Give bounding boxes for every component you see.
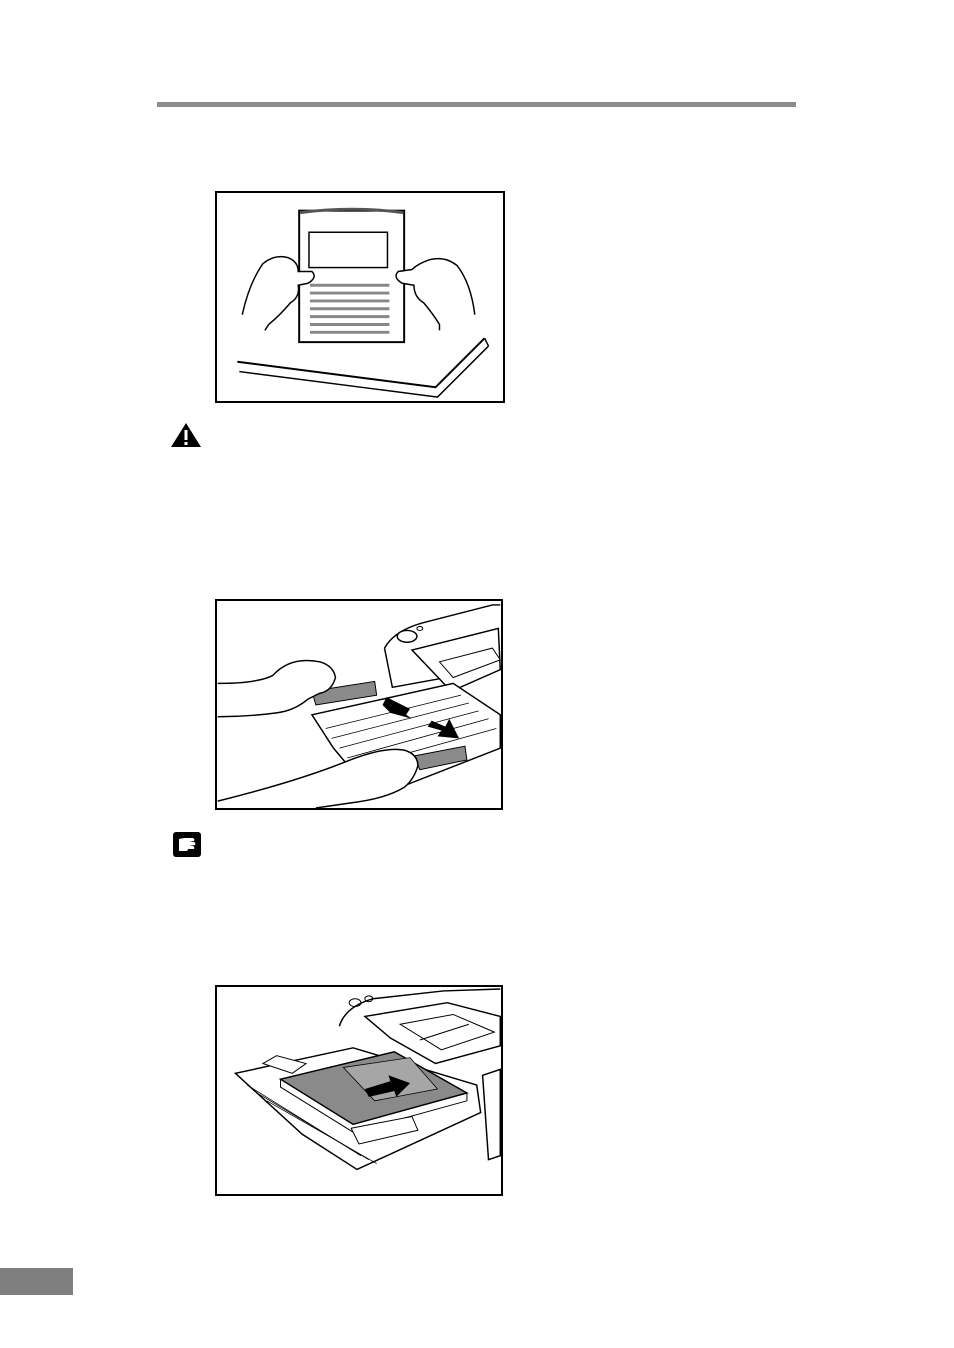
page-number-tab	[0, 1268, 73, 1295]
adjust-guides-illustration	[217, 601, 501, 808]
hand-pointer-icon	[172, 831, 202, 858]
header-rule	[157, 102, 796, 107]
fan-documents-illustration	[217, 193, 503, 401]
figure-load-documents	[215, 985, 503, 1196]
warning-triangle-icon	[169, 421, 203, 449]
figure-fan-documents	[215, 191, 505, 403]
load-documents-illustration	[217, 987, 501, 1194]
figure-adjust-guides	[215, 599, 503, 810]
